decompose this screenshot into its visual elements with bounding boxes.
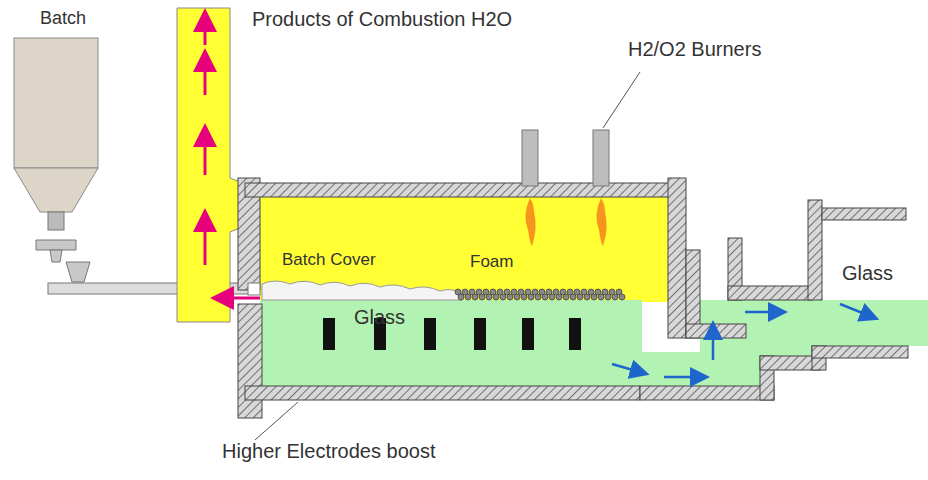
glass-label: Glass — [842, 262, 893, 285]
region-label: Glass — [354, 306, 642, 329]
burner-label: H2/O2 Burners — [628, 38, 761, 61]
flue-duct — [177, 8, 265, 322]
hopper-label: Batch — [40, 8, 86, 29]
exhaust-label: Products of Combustion H2O — [252, 8, 512, 31]
electrode-label: Higher Electrodes boost — [222, 440, 435, 463]
melt-pool: Glass — [262, 300, 642, 386]
forehearth — [255, 200, 928, 440]
foam-label: Foam — [470, 252, 513, 272]
furnace — [238, 72, 686, 418]
batch-cover-label: Batch Cover — [282, 250, 376, 270]
